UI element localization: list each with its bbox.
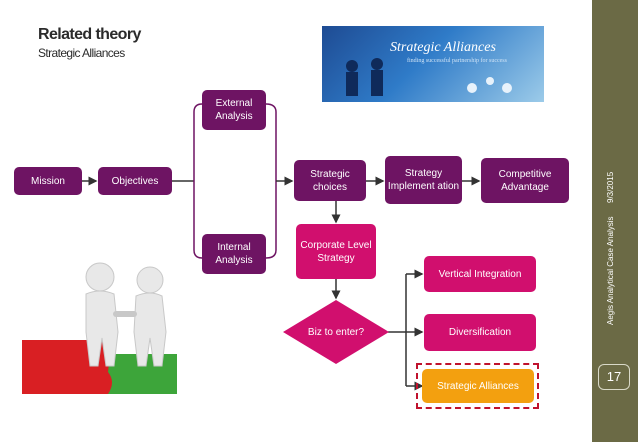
node-strategic-choices: Strategic choices [294, 160, 366, 201]
slide-subtitle: Strategic Alliances [38, 46, 125, 60]
banner-image: Strategic Alliances finding successful p… [322, 26, 544, 102]
sidebar-text: 9/3/2015 Aegis Analytical Case Analysis [606, 171, 626, 335]
handshake-illustration [346, 58, 512, 96]
node-diversification: Diversification [424, 314, 536, 351]
connector-lines [82, 103, 481, 391]
page-number: 17 [598, 364, 630, 390]
node-vertical-integration: Vertical Integration [424, 256, 536, 292]
node-internal-analysis: Internal Analysis [202, 234, 266, 274]
banner-tagline: finding successful partnership for succe… [407, 58, 507, 64]
node-strategic-alliances: Strategic Alliances [422, 369, 534, 403]
puzzle-people-illustration [22, 262, 177, 394]
decision-diamond [283, 300, 389, 364]
banner-title: Strategic Alliances [390, 40, 496, 55]
deck-name: Aegis Analytical Case Analysis [606, 216, 615, 326]
slide-date: 9/3/2015 [606, 171, 615, 203]
node-biz-to-enter: Biz to enter? [307, 326, 365, 338]
highlight-border [416, 363, 539, 409]
slide-title: Related theory [38, 26, 141, 43]
node-objectives: Objectives [98, 167, 172, 195]
node-external-analysis: External Analysis [202, 90, 266, 130]
node-mission: Mission [14, 167, 82, 195]
node-strategy-implementation: Strategy Implement ation [385, 156, 462, 204]
node-corporate-level-strategy: Corporate Level Strategy [296, 224, 376, 279]
node-competitive-advantage: Competitive Advantage [481, 158, 569, 203]
